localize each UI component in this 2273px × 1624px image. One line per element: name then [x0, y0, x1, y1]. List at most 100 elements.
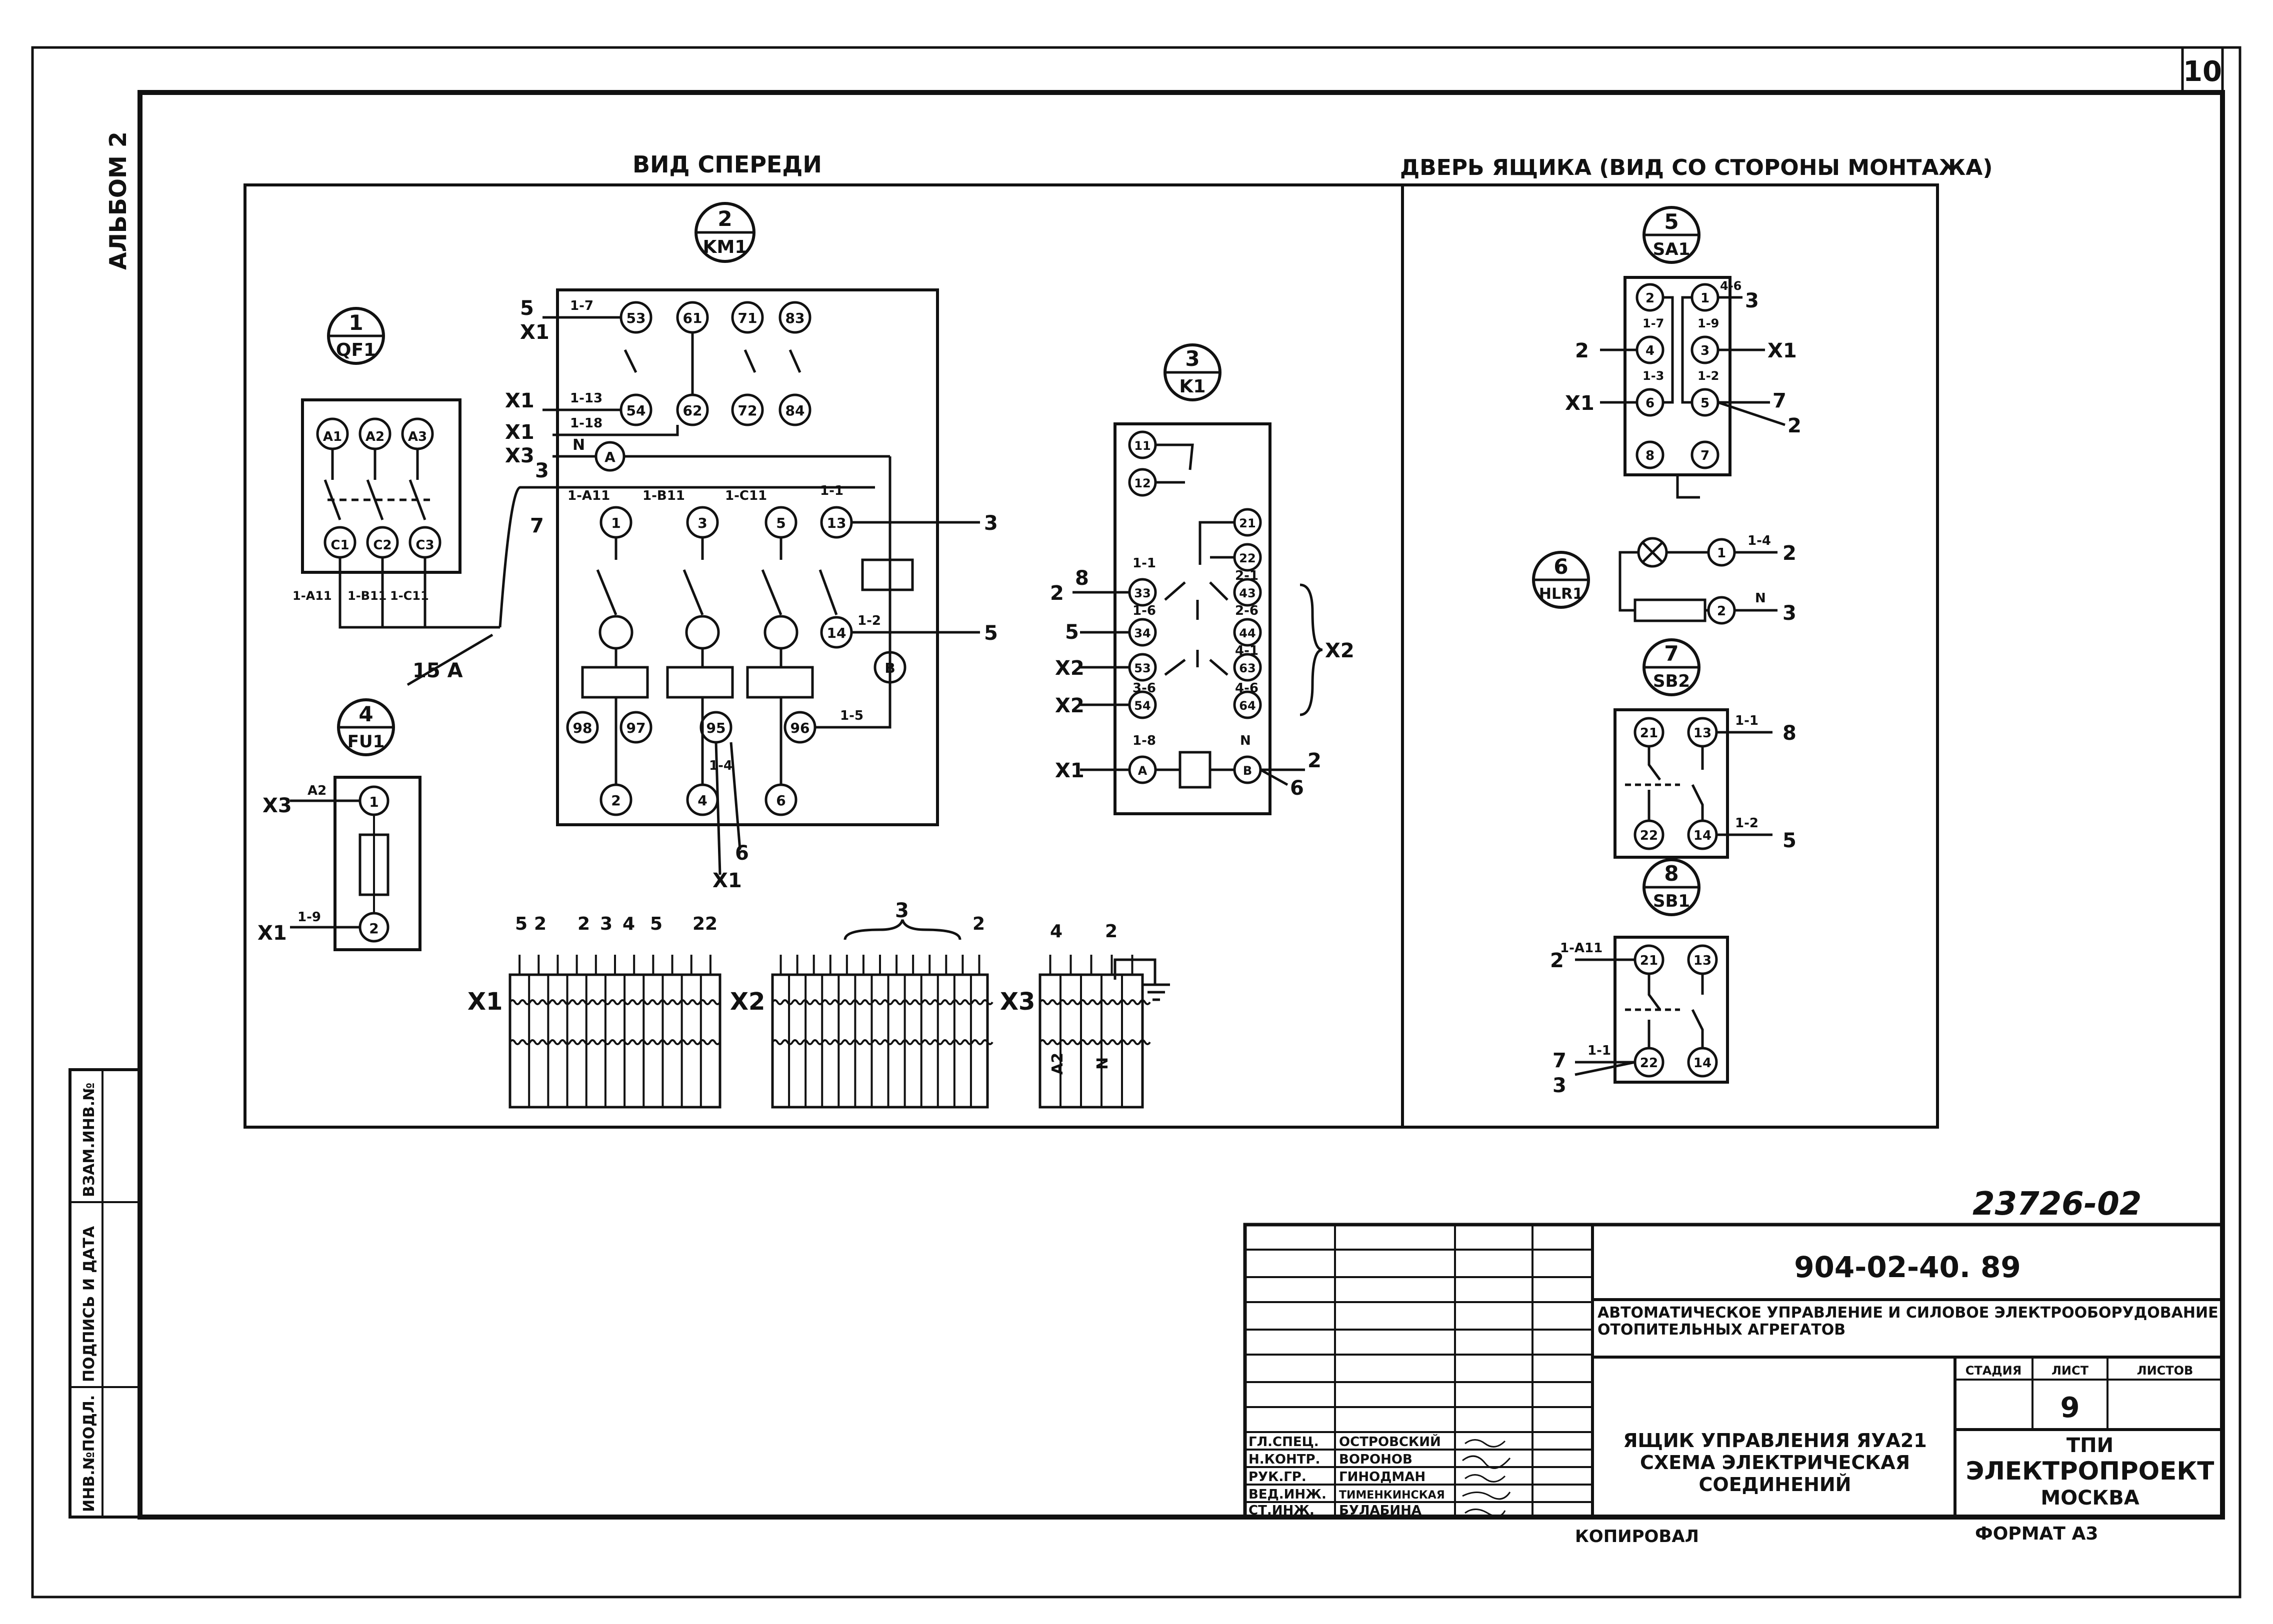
- svg-text:4: 4: [698, 792, 707, 809]
- svg-text:1-9: 1-9: [298, 910, 321, 925]
- svg-text:54: 54: [1134, 699, 1150, 713]
- svg-text:3: 3: [895, 899, 909, 922]
- svg-text:1-2: 1-2: [1698, 369, 1719, 383]
- album-label: АЛЬБОМ 2: [104, 131, 132, 270]
- svg-text:A: A: [1138, 764, 1148, 778]
- k1-name: K1: [1180, 376, 1206, 397]
- svg-text:2: 2: [534, 914, 546, 934]
- sheet-number: 10: [2183, 55, 2222, 88]
- svg-text:33: 33: [1134, 586, 1150, 600]
- svg-text:РУК.ГР.: РУК.ГР.: [1248, 1470, 1306, 1485]
- svg-text:1-7: 1-7: [570, 298, 594, 313]
- fu1-num: 4: [358, 702, 373, 726]
- svg-text:1: 1: [1700, 291, 1710, 306]
- svg-text:X2: X2: [1055, 694, 1084, 717]
- svg-text:44: 44: [1239, 626, 1256, 640]
- svg-text:ГИНОДМАН: ГИНОДМАН: [1339, 1470, 1426, 1485]
- svg-text:2: 2: [1050, 582, 1064, 605]
- svg-text:43: 43: [1239, 586, 1256, 600]
- svg-text:B: B: [1243, 764, 1252, 778]
- svg-text:7: 7: [1552, 1049, 1566, 1072]
- svg-text:X1: X1: [712, 869, 742, 892]
- svg-text:C3: C3: [416, 538, 434, 553]
- svg-text:5: 5: [1065, 621, 1079, 644]
- svg-text:X2: X2: [730, 988, 765, 1016]
- svg-text:64: 64: [1239, 699, 1256, 713]
- svg-text:1-7: 1-7: [1642, 316, 1664, 330]
- ground-icon: [1114, 958, 1170, 1001]
- svg-text:1-1: 1-1: [1735, 713, 1758, 728]
- svg-text:МОСКВА: МОСКВА: [2040, 1487, 2139, 1510]
- svg-text:X2: X2: [1325, 639, 1354, 662]
- svg-text:5: 5: [520, 297, 534, 320]
- svg-text:1-A11: 1-A11: [568, 488, 610, 503]
- svg-text:98: 98: [573, 720, 592, 736]
- svg-text:X3: X3: [505, 444, 534, 467]
- svg-text:6: 6: [1646, 396, 1654, 411]
- sb1-name: SB1: [1653, 891, 1690, 911]
- svg-text:1-6: 1-6: [1132, 603, 1156, 618]
- svg-text:71: 71: [738, 310, 758, 326]
- svg-text:12: 12: [1134, 476, 1150, 490]
- svg-text:1-2: 1-2: [858, 613, 881, 628]
- svg-text:14: 14: [1694, 828, 1712, 843]
- svg-text:4-6: 4-6: [1235, 681, 1258, 696]
- svg-text:X1: X1: [258, 922, 287, 945]
- svg-text:5: 5: [1782, 829, 1796, 852]
- svg-text:ЛИСТОВ: ЛИСТОВ: [2137, 1364, 2194, 1378]
- svg-text:N: N: [1094, 1057, 1112, 1070]
- svg-text:X1: X1: [505, 389, 534, 412]
- stamp-replaced-inv: ВЗАМ.ИНВ.№: [80, 1083, 98, 1197]
- org-name: ЭЛЕКТРОПРОЕКТ: [1966, 1457, 2214, 1486]
- left-stamp: ИНВ.№ПОДЛ. ПОДПИСЬ И ДАТА ВЗАМ.ИНВ.№: [68, 1068, 142, 1519]
- svg-text:2: 2: [1646, 291, 1654, 306]
- svg-text:14: 14: [827, 625, 846, 641]
- device-qf1: 1 QF1 A1 A2 A3 C1 C2 C3 1-A11 1-B11 1-C1…: [292, 307, 875, 686]
- svg-text:ВОРОНОВ: ВОРОНОВ: [1339, 1452, 1412, 1467]
- terminal-block-x3: X3 4 2 A2 N: [1000, 921, 1170, 1109]
- svg-text:72: 72: [738, 402, 758, 419]
- terminal-block-x1: X1 5 2 2 3 4 5 22: [468, 914, 722, 1109]
- svg-text:X1: X1: [1768, 339, 1797, 362]
- stamp-signature-date: ПОДПИСЬ И ДАТА: [80, 1226, 98, 1382]
- sheet-title: ЯЩИК УПРАВЛЕНИЯ ЯУА21 СХЕМА ЭЛЕКТРИЧЕСКА…: [1623, 1430, 1927, 1496]
- svg-text:5: 5: [984, 622, 998, 645]
- svg-text:N: N: [1755, 591, 1766, 606]
- svg-text:22: 22: [1640, 1056, 1658, 1071]
- svg-text:5: 5: [776, 515, 786, 531]
- svg-text:A3: A3: [408, 429, 427, 444]
- svg-text:1-4: 1-4: [709, 758, 732, 773]
- svg-text:3: 3: [1745, 289, 1759, 312]
- svg-text:X1: X1: [505, 421, 534, 444]
- svg-text:22: 22: [1239, 551, 1256, 565]
- svg-text:63: 63: [1239, 661, 1256, 675]
- heading-door-view: ДВЕРЬ ЯЩИКА (ВИД СО СТОРОНЫ МОНТАЖА): [1400, 155, 1992, 180]
- inner-frame: [138, 90, 2225, 1520]
- archive-number: 23726-02: [1972, 1186, 2142, 1223]
- svg-text:22: 22: [1640, 828, 1658, 843]
- svg-text:1: 1: [369, 794, 378, 810]
- svg-text:83: 83: [786, 310, 805, 326]
- svg-text:21: 21: [1640, 953, 1658, 968]
- svg-text:N: N: [1240, 733, 1251, 748]
- svg-text:2: 2: [1105, 921, 1118, 942]
- sb2-name: SB2: [1653, 671, 1690, 691]
- svg-text:13: 13: [1694, 953, 1712, 968]
- svg-text:3: 3: [1552, 1074, 1566, 1097]
- svg-text:8: 8: [1646, 448, 1654, 463]
- svg-text:Н.КОНТР.: Н.КОНТР.: [1248, 1452, 1320, 1467]
- sheet-no: 9: [2060, 1392, 2080, 1424]
- hlr1-num: 6: [1554, 554, 1568, 579]
- svg-text:1-1: 1-1: [1132, 556, 1156, 571]
- svg-text:A2: A2: [308, 783, 326, 798]
- svg-text:2: 2: [578, 914, 590, 934]
- project-title: АВТОМАТИЧЕСКОЕ УПРАВЛЕНИЕ И СИЛОВОЕ ЭЛЕК…: [1598, 1305, 2218, 1339]
- qf1-current: 15 A: [412, 659, 463, 682]
- panel-outline: [244, 183, 1939, 1129]
- svg-text:A2: A2: [1049, 1053, 1066, 1075]
- svg-text:62: 62: [683, 402, 702, 419]
- svg-text:3: 3: [600, 914, 612, 934]
- svg-text:6: 6: [1290, 777, 1304, 800]
- svg-text:X1: X1: [468, 988, 502, 1016]
